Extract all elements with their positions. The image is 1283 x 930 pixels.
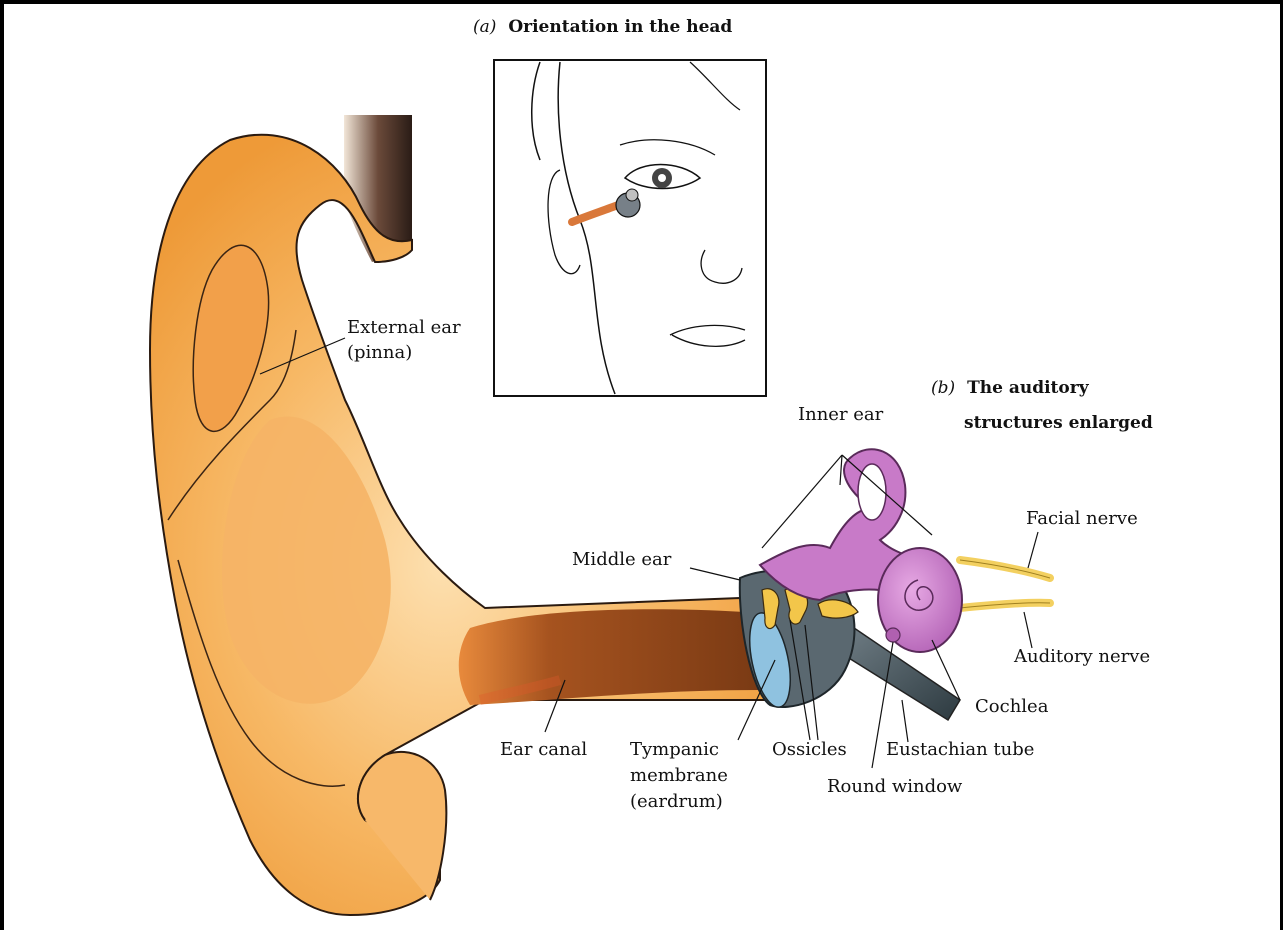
label-eustachian-tube: Eustachian tube: [886, 739, 1034, 760]
label-membrane: membrane: [630, 765, 728, 786]
label-inner-ear: Inner ear: [798, 404, 884, 425]
svg-text:(a) Orientation in the hea: (a) Orientation in the head: [473, 17, 732, 37]
caption-a-text: Orientation in the head: [508, 17, 732, 37]
label-cochlea: Cochlea: [975, 696, 1049, 717]
label-ossicles: Ossicles: [772, 739, 847, 760]
caption-b-line2: structures enlarged: [964, 413, 1153, 433]
label-auditory-nerve: Auditory nerve: [1013, 646, 1150, 667]
cochlea: [878, 548, 962, 652]
label-tympanic: Tympanic: [630, 739, 719, 760]
caption-b-line1: The auditory: [967, 378, 1090, 398]
label-round-window: Round window: [827, 776, 963, 797]
nerves: [960, 560, 1050, 608]
label-middle-ear: Middle ear: [572, 549, 672, 570]
label-external-ear: External ear: [347, 317, 461, 338]
orientation-inset: [494, 60, 766, 396]
caption-a-letter: (a): [473, 17, 496, 37]
round-window-shape: [886, 628, 900, 642]
label-facial-nerve: Facial nerve: [1026, 508, 1138, 529]
caption-b-letter: (b): [931, 378, 955, 398]
label-ear-canal: Ear canal: [500, 739, 587, 760]
svg-text:(b) The auditory: (b) The auditory: [931, 378, 1090, 398]
label-pinna: (pinna): [347, 342, 412, 363]
label-eardrum: (eardrum): [630, 791, 723, 812]
